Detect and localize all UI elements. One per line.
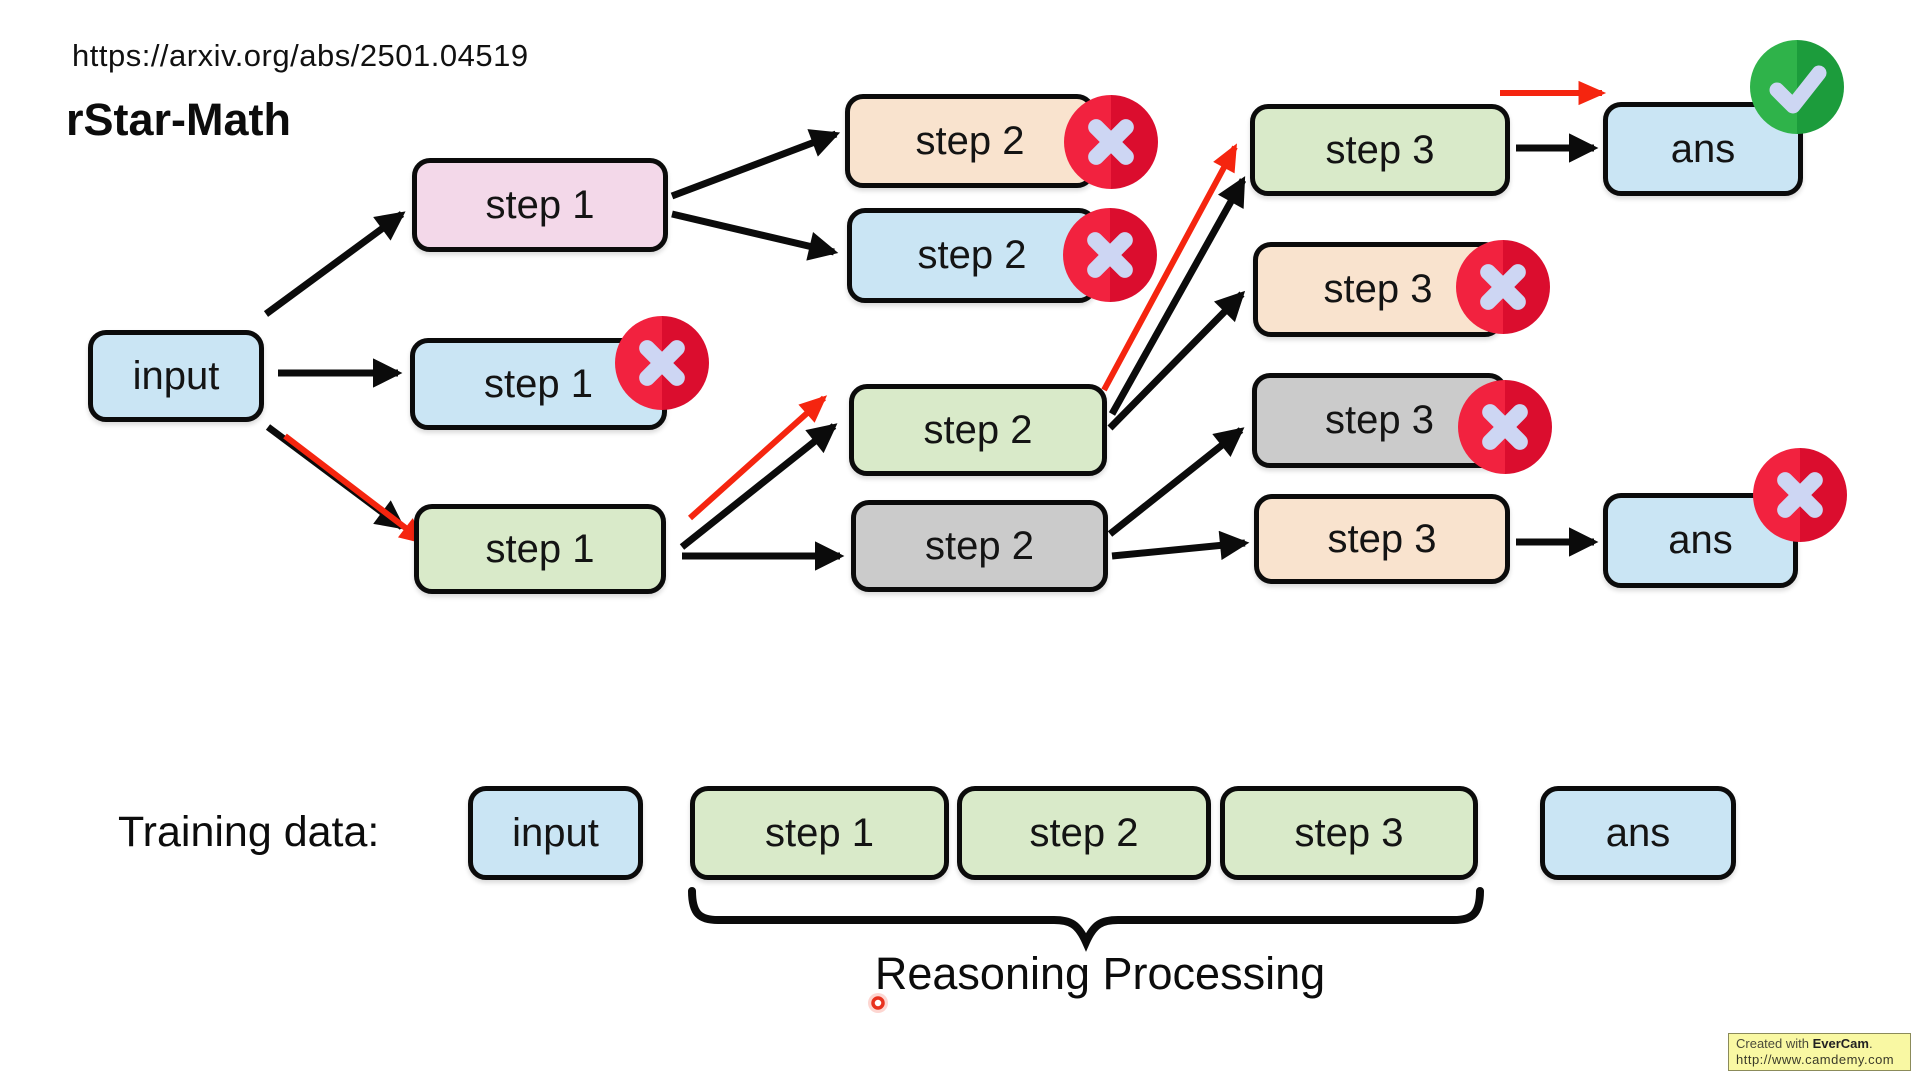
training-box-step3: step 3	[1220, 786, 1478, 880]
node-s1-green: step 1	[414, 504, 666, 594]
training-box-step1: step 1	[690, 786, 949, 880]
node-label: step 2	[915, 118, 1025, 163]
arrow-s2-gray-to-s3-gray	[1107, 427, 1245, 537]
node-label: step 1	[765, 810, 874, 855]
arrow-s2-green-to-s3-green	[1108, 176, 1247, 416]
node-s2-blue: step 2	[847, 208, 1097, 303]
arrow-s1-pink-to-s2-peach	[670, 129, 841, 200]
node-label: input	[132, 353, 220, 398]
node-label: step 2	[917, 233, 1027, 277]
watermark-line1: Created with EverCam.	[1736, 1036, 1873, 1051]
node-s3-peach: step 3	[1253, 242, 1503, 337]
arrow-s1-pink-to-s2-blue	[671, 210, 839, 261]
arrow-s2-green-to-s3-green-red	[1101, 143, 1238, 392]
arrow-s1-green-to-s2-green-red	[687, 395, 828, 521]
training-data-label: Training data:	[118, 808, 380, 856]
node-input: input	[88, 330, 264, 422]
node-s3-peach2: step 3	[1254, 494, 1510, 584]
training-box-input: input	[468, 786, 643, 880]
check-icon	[1750, 40, 1844, 134]
curly-brace	[688, 887, 1484, 952]
diagram-arrows	[263, 80, 1607, 571]
node-ans-bot: ans	[1603, 493, 1798, 588]
laser-pointer-dot	[868, 993, 888, 1013]
node-s2-green: step 2	[849, 384, 1107, 476]
node-label: step 3	[1294, 810, 1404, 855]
cross-icon	[1753, 448, 1847, 542]
arrow-input-to-s1-green-red	[283, 433, 428, 545]
cross-icon	[615, 316, 709, 410]
arrow-input-to-s1-pink	[263, 211, 406, 317]
evercam-watermark: Created with EverCam. http://www.camdemy…	[1728, 1033, 1911, 1071]
arrow-s2-gray-to-s3-peach2	[1111, 530, 1250, 561]
node-label: ans	[1670, 126, 1736, 171]
node-label: step 3	[1325, 127, 1435, 172]
page-title: rStar-Math	[66, 94, 292, 145]
reasoning-processing-label: Reasoning Processing	[874, 948, 1326, 999]
node-label: step 2	[1029, 810, 1139, 855]
node-label: step 3	[1327, 516, 1437, 561]
training-box-ans: ans	[1540, 786, 1736, 880]
node-label: ans	[1605, 810, 1671, 855]
cross-icon	[1458, 380, 1552, 474]
arrow-s2-green-to-s3-peach	[1107, 290, 1246, 431]
arrow-s1-green-to-s2-green	[679, 423, 838, 550]
node-label: step 2	[925, 523, 1034, 568]
watermark-url: http://www.camdemy.com	[1736, 1052, 1895, 1067]
node-label: step 1	[485, 526, 595, 571]
node-label: step 3	[1325, 398, 1434, 442]
cross-icon	[1063, 208, 1157, 302]
node-s3-green: step 3	[1250, 104, 1510, 196]
cross-icon	[1456, 240, 1550, 334]
cross-icon	[1064, 95, 1158, 189]
node-s2-peach: step 2	[845, 94, 1095, 188]
arxiv-url: https://arxiv.org/abs/2501.04519	[72, 38, 529, 73]
node-label: step 1	[484, 361, 593, 406]
node-s1-pink: step 1	[412, 158, 668, 252]
node-label: step 1	[485, 182, 595, 227]
evercam-brand: EverCam	[1812, 1036, 1869, 1051]
node-s2-gray: step 2	[851, 500, 1108, 592]
node-label: step 2	[923, 407, 1033, 452]
node-label: ans	[1668, 518, 1733, 562]
training-box-step2: step 2	[957, 786, 1211, 880]
node-label: step 3	[1323, 267, 1433, 311]
node-label: input	[512, 810, 599, 855]
